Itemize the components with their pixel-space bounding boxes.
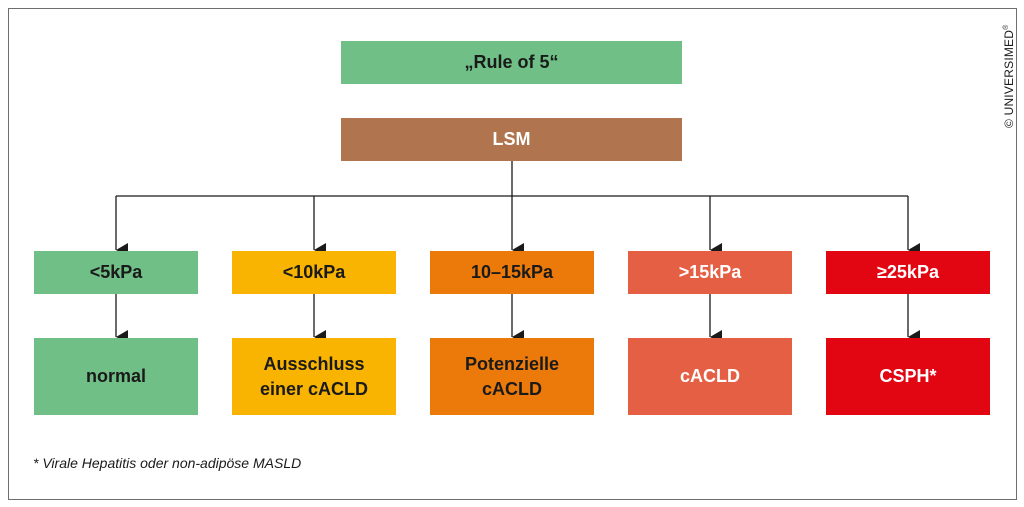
threshold-box: <5kPa xyxy=(34,251,198,294)
threshold-box: ≥25kPa xyxy=(826,251,990,294)
outcome-label: Ausschluss einer cACLD xyxy=(259,353,369,399)
threshold-label: >15kPa xyxy=(678,262,742,282)
rule-title-box: „Rule of 5“ xyxy=(341,41,682,84)
threshold-box: >15kPa xyxy=(628,251,792,294)
figure-frame xyxy=(8,8,1017,500)
threshold-box: 10–15kPa xyxy=(430,251,594,294)
outcome-box: Ausschluss einer cACLD xyxy=(232,338,396,415)
threshold-box: <10kPa xyxy=(232,251,396,294)
outcome-label: Potenzielle cACLD xyxy=(464,353,560,399)
outcome-box: normal xyxy=(34,338,198,415)
outcome-label: cACLD xyxy=(679,366,740,386)
outcome-box: CSPH* xyxy=(826,338,990,415)
footnote: * Virale Hepatitis oder non-adipöse MASL… xyxy=(33,455,302,471)
registered-mark: ® xyxy=(1003,24,1010,30)
rule-title: „Rule of 5“ xyxy=(464,52,559,72)
outcome-label: CSPH* xyxy=(879,366,937,386)
outcome-box: cACLD xyxy=(628,338,792,415)
lsm-label: LSM xyxy=(492,129,531,149)
threshold-label: <10kPa xyxy=(282,262,346,282)
threshold-label: <5kPa xyxy=(89,262,143,282)
threshold-label: 10–15kPa xyxy=(470,262,554,282)
threshold-label: ≥25kPa xyxy=(877,262,939,282)
copyright-text: © UNIVERSIMED xyxy=(1002,29,1016,128)
outcome-label: normal xyxy=(85,366,146,386)
lsm-box: LSM xyxy=(341,118,682,161)
copyright-notice: © UNIVERSIMED® xyxy=(1002,25,1016,128)
outcome-box: Potenzielle cACLD xyxy=(430,338,594,415)
